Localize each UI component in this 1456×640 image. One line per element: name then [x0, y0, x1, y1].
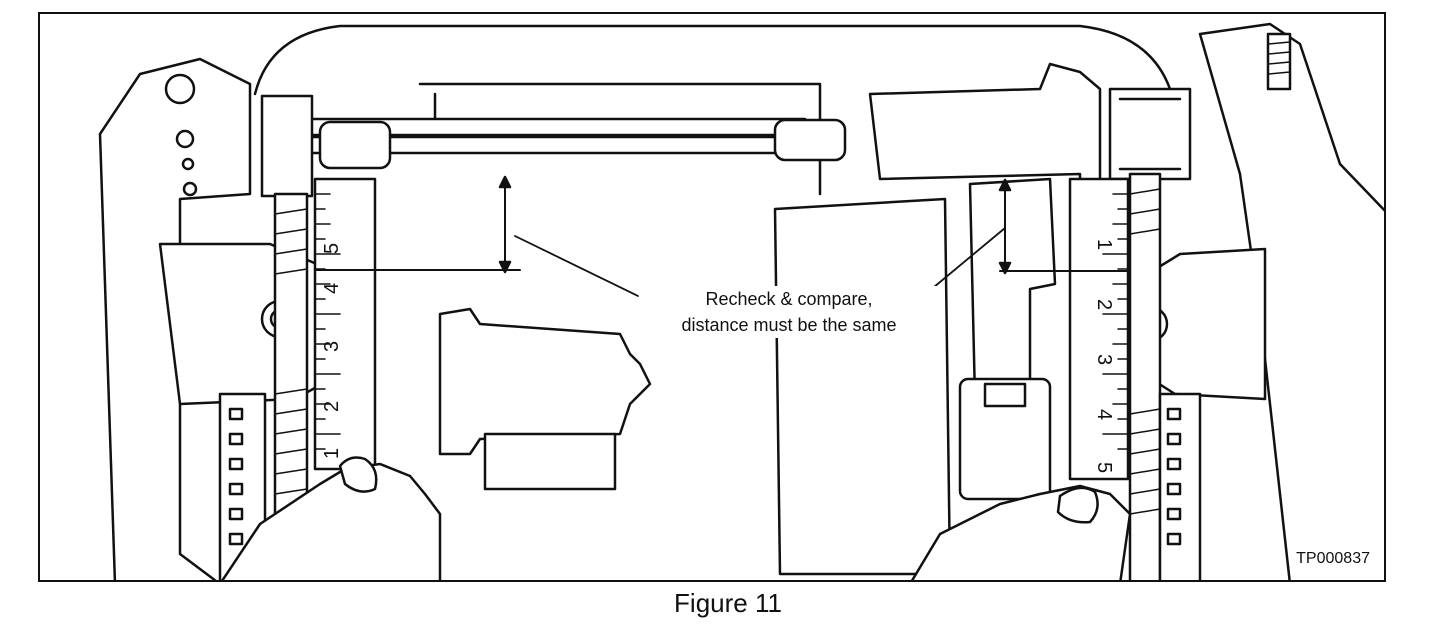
upper-right-motor [868, 62, 1192, 188]
right-ruler-tick-label: 5 [1093, 462, 1115, 473]
seat-cushion-outline [253, 24, 1172, 96]
right-inner-bracket [958, 177, 1057, 501]
right-ruler [1068, 177, 1130, 481]
figure-caption: Figure 11 [674, 588, 782, 618]
left-measure-marker [314, 175, 521, 274]
right-ruler-tick-label: 1 [1093, 239, 1115, 250]
right-thumb [1056, 486, 1099, 524]
callout-label: Recheck & compare, distance must be the … [640, 286, 938, 338]
right-ruler-tick-label: 3 [1093, 354, 1115, 365]
left-ruler-labels: 5 4 3 2 1 [321, 243, 343, 459]
right-ruler-tick-label: 4 [1093, 409, 1115, 420]
left-ruler-tick-label: 1 [321, 448, 343, 459]
left-thumb [338, 456, 378, 493]
left-track-plate [158, 242, 342, 406]
right-ruler-tick-label: 2 [1093, 299, 1115, 310]
left-ruler [313, 177, 377, 471]
left-ruler-tick-label: 4 [321, 283, 343, 294]
right-ruler-labels: 1 2 3 4 5 [1093, 239, 1115, 473]
callout-line-2: distance must be the same [681, 315, 897, 335]
figure-frame: 5 4 3 2 1 1 2 3 4 5 Recheck & compare, d… [38, 12, 1386, 582]
callout-leader-right [921, 227, 1006, 298]
right-slotted-track [1158, 392, 1202, 580]
left-lower-motor [438, 307, 652, 491]
right-seat-frame [1198, 22, 1384, 580]
center-panel [773, 197, 952, 576]
left-hand [221, 462, 442, 580]
left-ruler-tick-label: 5 [321, 243, 343, 254]
left-ruler-tick-label: 3 [321, 341, 343, 352]
callout-line-1: Recheck & compare, [705, 289, 873, 309]
drive-cable [293, 117, 847, 170]
right-screw-rod [1128, 172, 1162, 580]
reference-code: TP000837 [1296, 550, 1370, 567]
right-measure-marker [998, 178, 1131, 275]
left-ruler-tick-label: 2 [321, 401, 343, 412]
callout-leader-left [514, 235, 639, 297]
seat-track-illustration: 5 4 3 2 1 1 2 3 4 5 [98, 22, 1384, 580]
